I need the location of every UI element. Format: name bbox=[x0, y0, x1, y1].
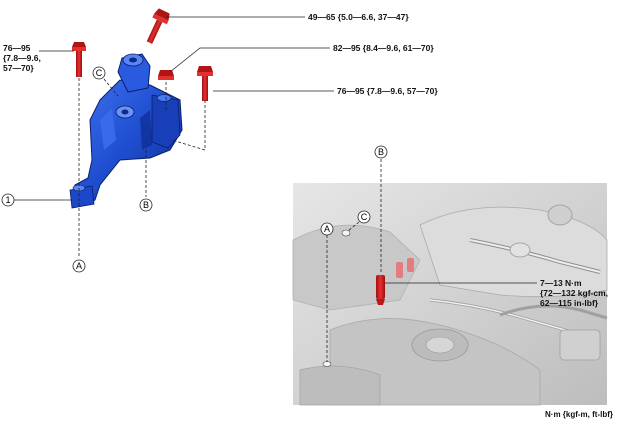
torque-photo-line3: 62—115 in-lbf} bbox=[540, 298, 599, 308]
photo-hole-a bbox=[322, 361, 332, 367]
callout-circle bbox=[92, 66, 106, 80]
photo-bolt-pink bbox=[396, 262, 403, 278]
torque-left-line2: {7.8—9.6, bbox=[3, 53, 41, 63]
callout-c-bracket: C bbox=[92, 66, 106, 80]
axis-c bbox=[103, 78, 119, 97]
photo-shape bbox=[425, 336, 455, 354]
leader-right-upper bbox=[169, 47, 330, 73]
callout-circle bbox=[1, 193, 15, 207]
callout-circle bbox=[357, 210, 371, 224]
photo-shape bbox=[299, 365, 381, 406]
callout-label: C bbox=[361, 212, 368, 222]
bolt-left bbox=[72, 42, 86, 77]
bolt-flange bbox=[158, 76, 174, 80]
callout-c-photo: C bbox=[357, 210, 371, 224]
leader-photo-c bbox=[347, 221, 360, 232]
callout-part1: 1 bbox=[1, 193, 15, 207]
bracket-boss-hole bbox=[129, 57, 137, 63]
photo-shape bbox=[559, 329, 601, 361]
torque-photo-line2: {72—132 kgf-cm, bbox=[540, 288, 609, 298]
bolt-flange bbox=[152, 13, 169, 25]
engine-mount-bracket bbox=[69, 53, 183, 209]
bolt-shank bbox=[76, 51, 82, 77]
photo-bolt-red bbox=[376, 299, 385, 305]
bracket-rib bbox=[100, 108, 116, 150]
torque-left: 76—95 {7.8—9.6, 57—70} bbox=[3, 43, 41, 73]
photo-shape bbox=[509, 242, 531, 258]
photo-hole-c bbox=[341, 229, 351, 237]
callout-circle bbox=[374, 145, 388, 159]
callout-circle bbox=[139, 198, 153, 212]
photo-shape bbox=[292, 224, 421, 311]
bolt-flange bbox=[72, 47, 86, 51]
callout-circle bbox=[72, 259, 86, 273]
bracket-rib bbox=[140, 110, 152, 150]
callout-label: B bbox=[378, 147, 384, 157]
bolt-head bbox=[72, 42, 86, 47]
bolt-head bbox=[197, 66, 213, 72]
callout-label: C bbox=[96, 68, 103, 78]
photo-bolt-red bbox=[376, 275, 385, 299]
callout-label: B bbox=[143, 200, 149, 210]
bolt-right-upper bbox=[158, 70, 174, 80]
torque-left-line1: 76—95 bbox=[3, 43, 31, 53]
photo-pipe bbox=[429, 299, 601, 341]
bolt-upper-center bbox=[146, 8, 170, 44]
callout-label: A bbox=[76, 261, 82, 271]
callout-label: A bbox=[324, 224, 330, 234]
bracket-right-tower-face bbox=[156, 94, 172, 102]
photo-shape bbox=[329, 318, 541, 406]
bolt-flange bbox=[197, 72, 213, 76]
axis-right-bolt-elbow bbox=[171, 139, 206, 151]
bolt-head bbox=[154, 8, 170, 21]
torque-right-lower: 76—95 {7.8—9.6, 57—70} bbox=[337, 86, 438, 96]
engine-photo bbox=[292, 183, 608, 406]
bracket-center-hole bbox=[121, 109, 129, 115]
callout-circle bbox=[320, 222, 334, 236]
callout-b-lower: B bbox=[139, 198, 153, 212]
callout-label: 1 bbox=[5, 195, 10, 205]
bolt-shank bbox=[202, 76, 208, 101]
bolt-right-lower bbox=[197, 66, 213, 101]
torque-left-line3: 57—70} bbox=[3, 63, 34, 73]
torque-photo-line1: 7—13 N·m bbox=[540, 278, 582, 288]
bracket-right-tower bbox=[151, 94, 181, 149]
callout-a-photo: A bbox=[320, 222, 334, 236]
bolt-shank bbox=[146, 19, 163, 44]
torque-upper-center: 49—65 {5.0—6.6, 37—47} bbox=[308, 12, 409, 22]
photo-pipe bbox=[499, 304, 608, 320]
photo-bolt-pink bbox=[407, 258, 414, 272]
callout-a-lower: A bbox=[72, 259, 86, 273]
torque-right-upper: 82—95 {8.4—9.6, 61—70} bbox=[333, 43, 434, 53]
torque-photo: 7—13 N·m {72—132 kgf-cm, 62—115 in-lbf} bbox=[540, 278, 608, 308]
photo-shape bbox=[547, 204, 573, 226]
unit-note: N·m {kgf-m, ft-lbf} bbox=[545, 410, 613, 419]
callout-b-photo: B bbox=[374, 145, 388, 159]
